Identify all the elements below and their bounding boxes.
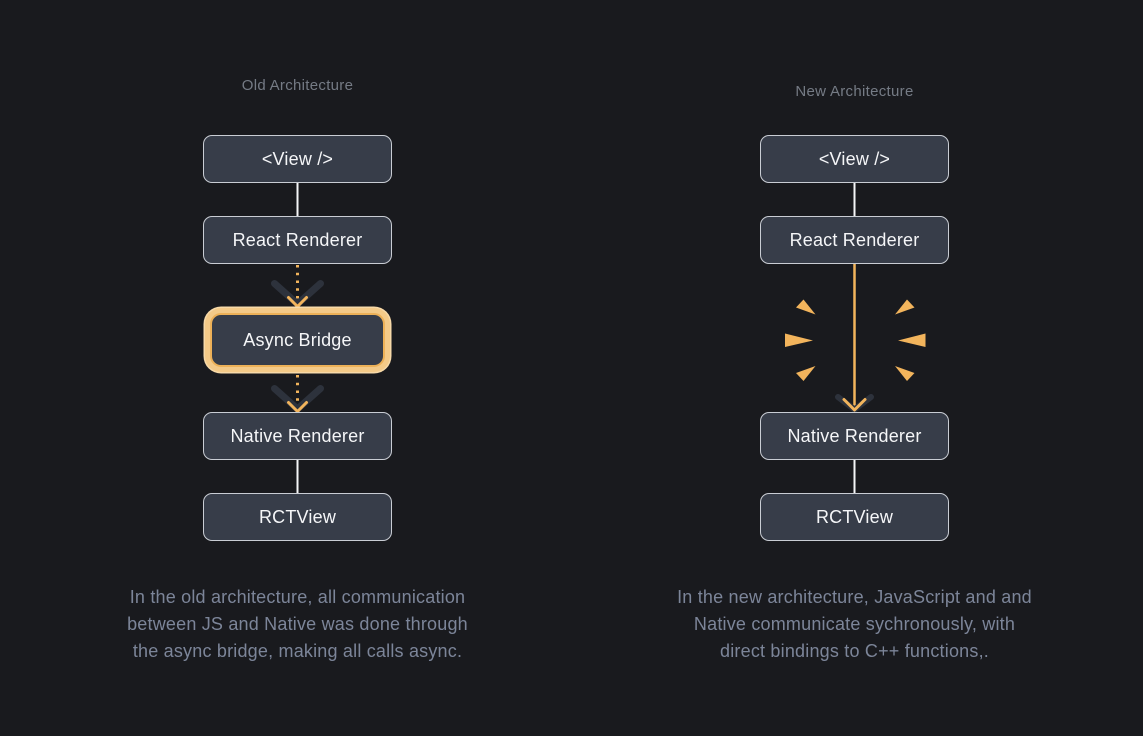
new-architecture-title: New Architecture [795, 83, 914, 100]
caption-line: Native communicate sychronously, with [693, 614, 1016, 634]
caption-line: the async bridge, making all calls async… [132, 641, 463, 661]
arrowhead-icon [287, 401, 308, 413]
old-architecture-caption: In the old architecture, all communicati… [60, 584, 535, 665]
node-view-old: <View /> [203, 135, 392, 183]
arrowhead-shadow-icon [271, 280, 324, 308]
old-architecture-title: Old Architecture [241, 77, 354, 94]
spark-icon [796, 299, 816, 315]
node-react-renderer-old: React Renderer [203, 216, 392, 264]
arrowhead-shadow-icon [271, 385, 324, 413]
new-architecture-caption: In the new architecture, JavaScript and … [617, 584, 1092, 665]
node-rctview-old: RCTView [203, 493, 392, 541]
spark-icon [796, 366, 816, 381]
spark-icon [895, 366, 915, 381]
node-react-renderer-new: React Renderer [760, 216, 949, 264]
caption-line: In the old architecture, all communicati… [129, 587, 466, 607]
spark-icon [785, 333, 813, 347]
node-async-bridge: Async Bridge [210, 313, 385, 367]
spark-icon [898, 333, 926, 347]
node-rctview-new: RCTView [760, 493, 949, 541]
node-view-new: <View /> [760, 135, 949, 183]
node-native-renderer-new: Native Renderer [760, 412, 949, 460]
node-native-renderer-old: Native Renderer [203, 412, 392, 460]
spark-icon [895, 299, 915, 315]
arrowhead-icon [842, 398, 867, 412]
caption-line: In the new architecture, JavaScript and … [677, 587, 1032, 607]
caption-line: between JS and Native was done through [127, 614, 468, 634]
spark-burst-icon [785, 299, 926, 381]
arrowhead-icon [287, 296, 308, 308]
caption-line: direct bindings to C++ functions,. [720, 641, 989, 661]
